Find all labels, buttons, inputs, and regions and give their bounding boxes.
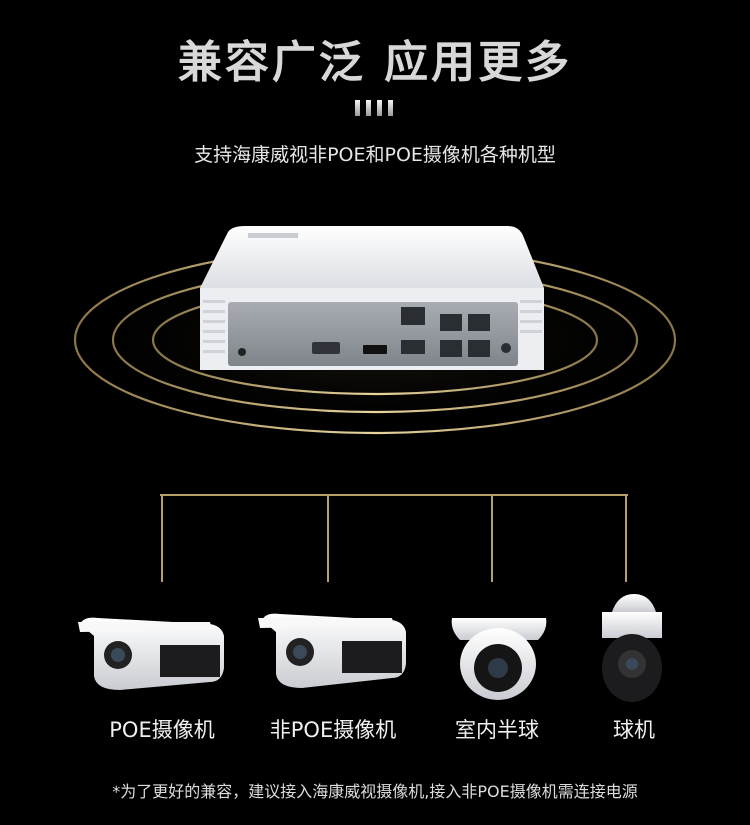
power-port (238, 348, 246, 356)
footnote: *为了更好的兼容，建议接入海康威视摄像机,接入非POE摄像机需连接电源 (112, 782, 638, 801)
usb-port (401, 340, 425, 354)
bullet-camera-poe (78, 617, 224, 690)
hdmi-port (363, 345, 387, 354)
camera-label-poe: POE摄像机 (109, 718, 215, 742)
page-title: 兼容广泛 应用更多 (177, 37, 573, 88)
lan-port (401, 307, 425, 325)
camera-label-speed-dome: 球机 (613, 718, 655, 742)
poe-ports (440, 314, 490, 357)
dome-camera (451, 618, 547, 700)
divider-bars (355, 100, 393, 116)
connection-lines (160, 432, 628, 582)
bullet-camera-non-poe (258, 613, 406, 688)
camera-label-dome: 室内半球 (455, 718, 539, 742)
vga-port (312, 342, 340, 354)
nvr-device (200, 226, 544, 370)
ground-screw (501, 343, 511, 353)
speed-dome-camera (602, 594, 662, 702)
vent-slots (203, 300, 542, 353)
camera-label-non-poe: 非POE摄像机 (269, 718, 397, 742)
page-subtitle: 支持海康威视非POE和POE摄像机各种机型 (194, 144, 556, 166)
